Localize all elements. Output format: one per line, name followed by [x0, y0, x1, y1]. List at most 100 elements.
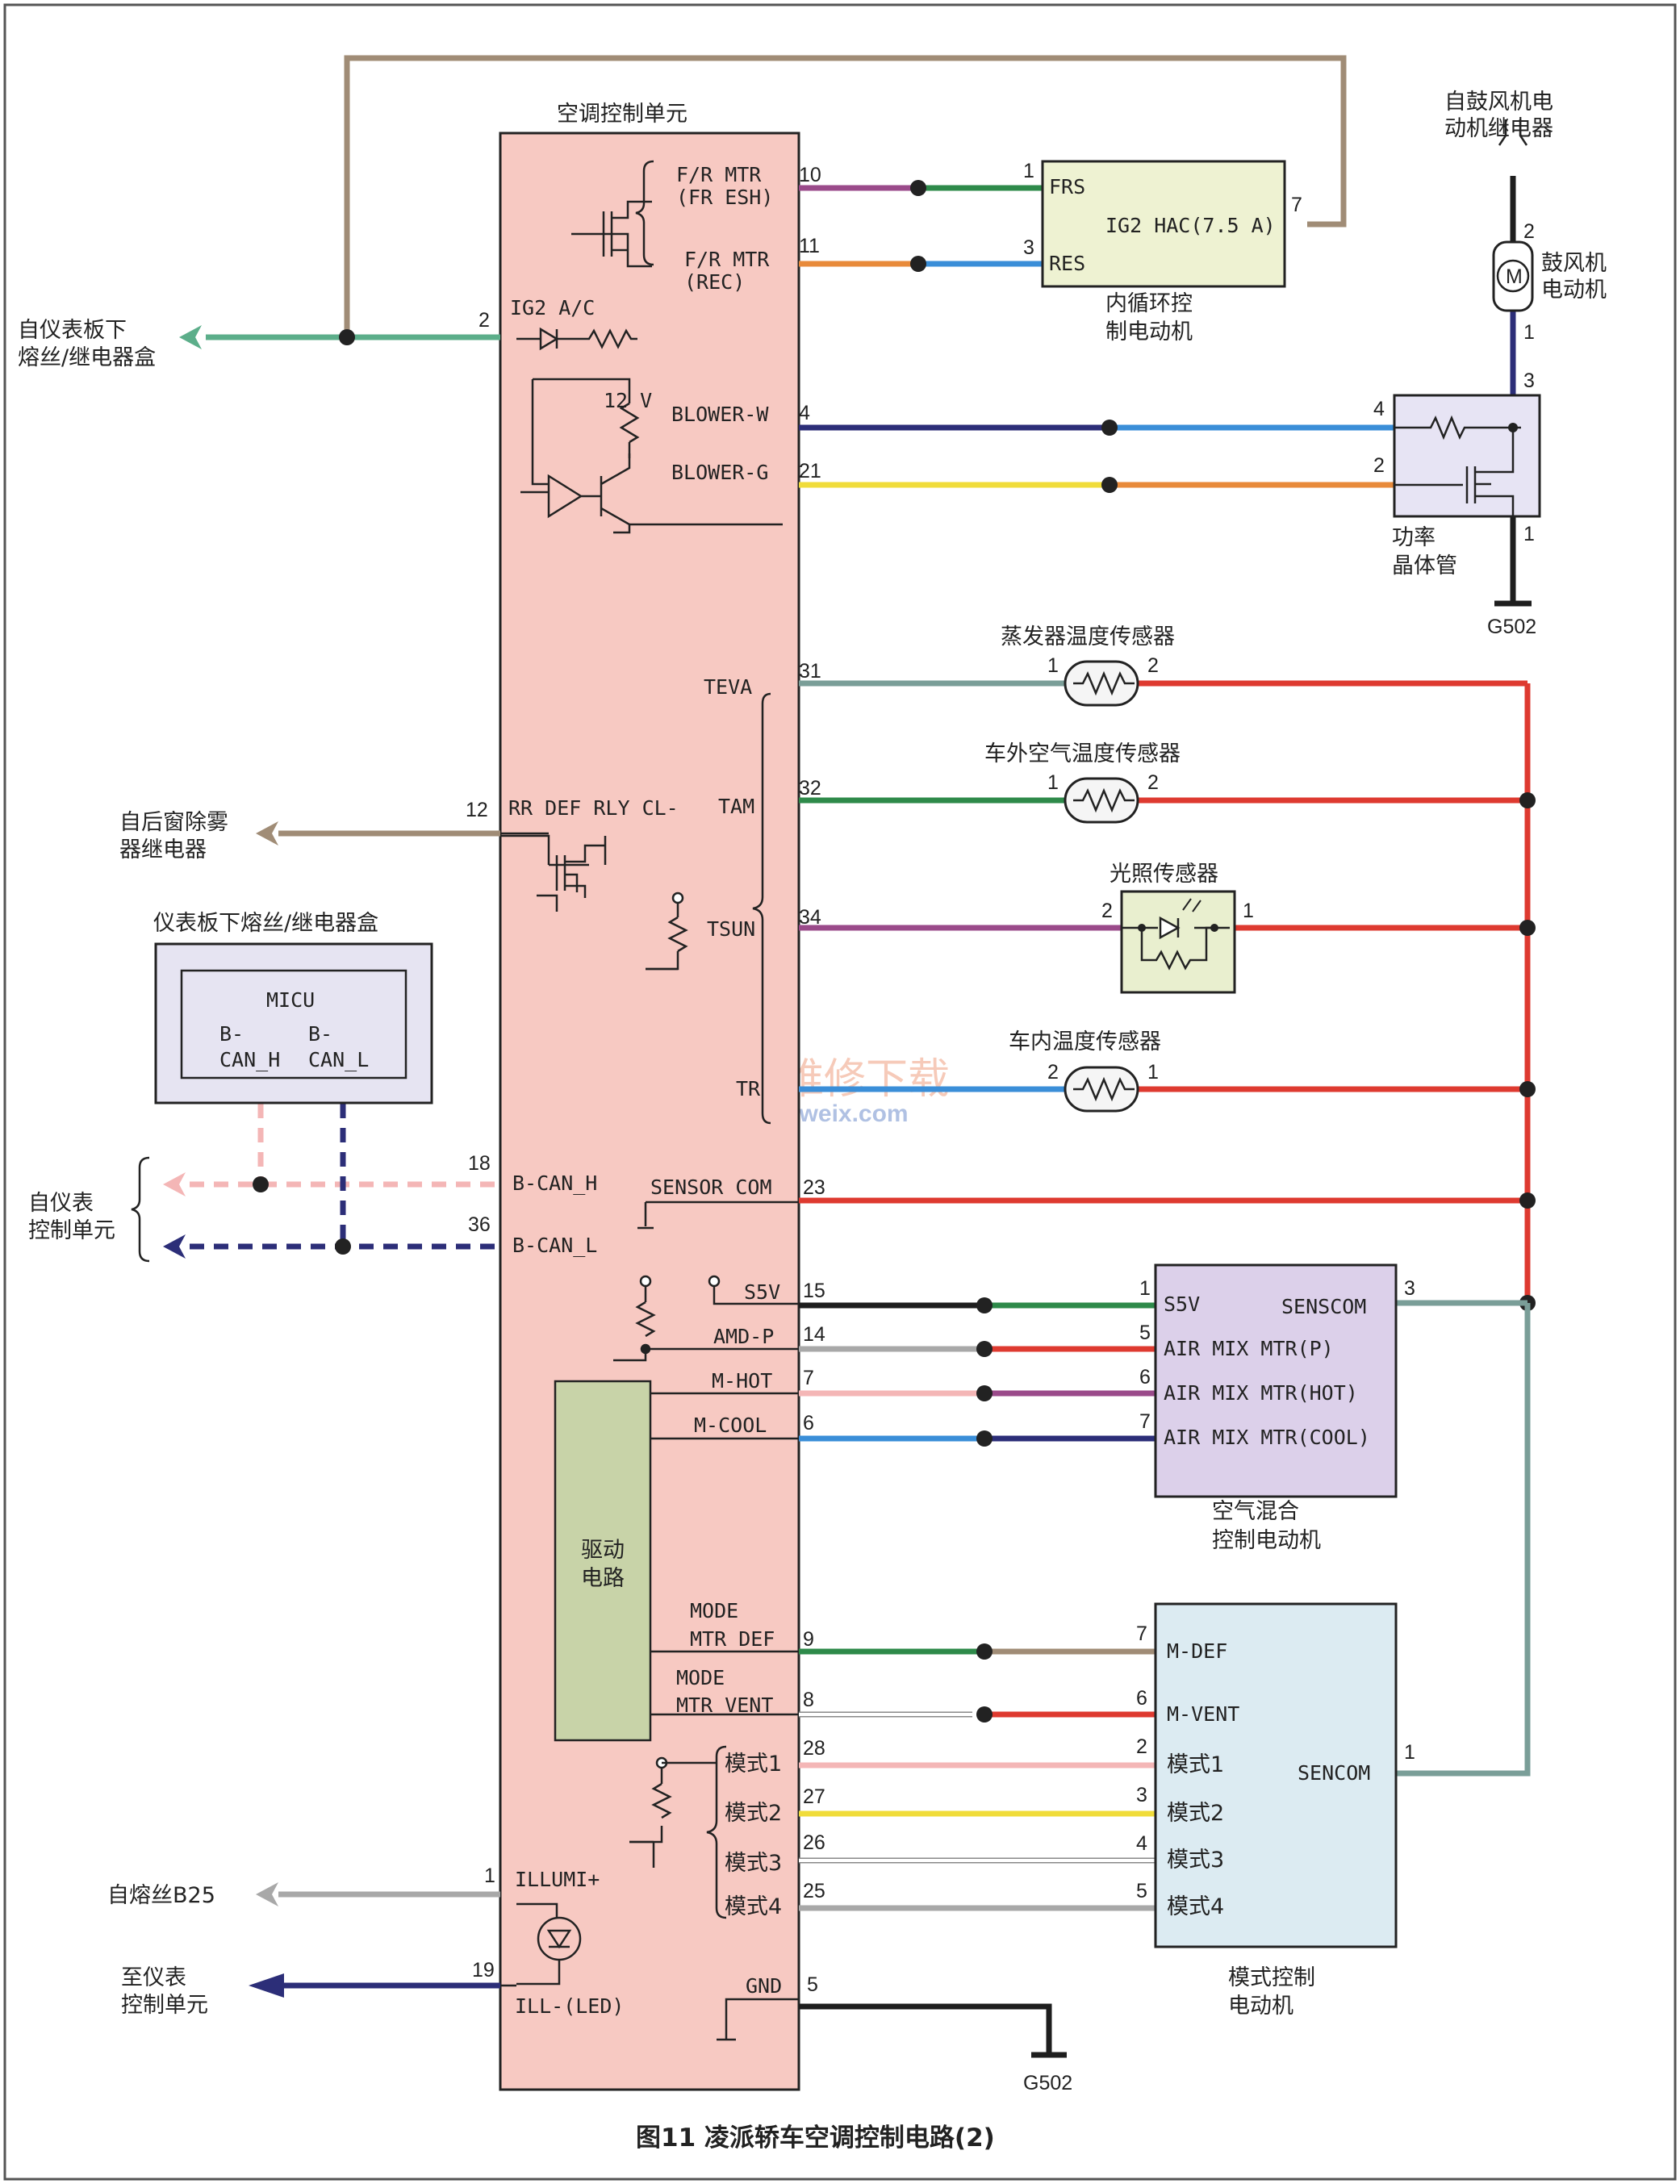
svg-text:电动机: 电动机: [1541, 278, 1607, 303]
arrow-can-l: [163, 1234, 186, 1259]
svg-text:B-CAN_H: B-CAN_H: [512, 1171, 597, 1195]
svg-text:ILLUMI+: ILLUMI+: [515, 1868, 600, 1891]
svg-text:11: 11: [799, 235, 820, 257]
page-frame: [3, 3, 1677, 2181]
svg-text:31: 31: [799, 660, 821, 683]
ac-control-unit-title: 空调控制单元: [557, 102, 687, 127]
svg-text:2: 2: [1047, 1061, 1059, 1084]
svg-text:F/R MTR: F/R MTR: [684, 248, 770, 271]
ecu-internal-symbols: [500, 160, 799, 2041]
svg-text:2: 2: [1373, 454, 1385, 477]
svg-text:MTR DEF: MTR DEF: [690, 1627, 775, 1651]
drive-circuit-label: 电路: [581, 1566, 625, 1591]
svg-text:25: 25: [803, 1880, 825, 1902]
wire-junctions-sensor-bus: [1519, 792, 1536, 1311]
svg-text:5: 5: [1136, 1880, 1147, 1902]
svg-text:32: 32: [799, 777, 821, 800]
svg-text:模式2: 模式2: [725, 1801, 782, 1826]
svg-text:M-DEF: M-DEF: [1167, 1639, 1227, 1663]
svg-text:CAN_L: CAN_L: [308, 1048, 369, 1071]
svg-text:FRS: FRS: [1049, 175, 1085, 198]
svg-text:6: 6: [803, 1412, 814, 1434]
wire-junction: [976, 1643, 993, 1660]
svg-text:2: 2: [1147, 771, 1159, 794]
svg-text:SENCOM: SENCOM: [1298, 1761, 1370, 1785]
svg-text:自仪表: 自仪表: [28, 1191, 94, 1216]
mode-motor: M-DEF M-VENT 模式1 模式2 模式3 模式4 SENCOM 7 6 …: [1136, 1602, 1415, 2019]
wire-junction: [1101, 477, 1118, 493]
svg-text:1: 1: [1147, 1061, 1159, 1084]
svg-text:12 V: 12 V: [604, 389, 652, 412]
cabin-temp-sensor: 车内温度传感器 2 1: [1009, 1029, 1161, 1113]
svg-text:控制单元: 控制单元: [28, 1218, 115, 1243]
wire-junction: [253, 1176, 269, 1192]
svg-text:GND: GND: [746, 1974, 782, 1998]
svg-text:MICU: MICU: [266, 988, 315, 1012]
svg-text:空气混合: 空气混合: [1212, 1499, 1299, 1524]
svg-text:S5V: S5V: [1164, 1292, 1200, 1316]
svg-text:鼓风机: 鼓风机: [1541, 251, 1607, 276]
svg-text:10: 10: [799, 164, 821, 186]
svg-text:1: 1: [1023, 160, 1034, 182]
svg-text:2: 2: [479, 309, 490, 332]
svg-text:M-COOL: M-COOL: [694, 1414, 767, 1437]
wire-junction: [976, 1297, 993, 1313]
svg-text:功率: 功率: [1392, 525, 1436, 550]
wire-junction: [910, 180, 926, 196]
svg-text:26: 26: [803, 1831, 825, 1854]
svg-text:1: 1: [1523, 523, 1535, 545]
svg-text:7: 7: [1139, 1410, 1151, 1433]
svg-text:12: 12: [466, 799, 488, 821]
svg-text:模式1: 模式1: [1167, 1752, 1224, 1777]
svg-text:模式控制: 模式控制: [1228, 1965, 1315, 1990]
svg-text:27: 27: [803, 1785, 825, 1808]
power-transistor: 4 2 3 1 功率 晶体管 G502: [1373, 370, 1541, 638]
svg-text:28: 28: [803, 1737, 825, 1760]
svg-text:F/R MTR: F/R MTR: [676, 163, 762, 186]
svg-text:1: 1: [1047, 654, 1059, 677]
drive-circuit-outputs: [650, 1392, 799, 1716]
svg-text:6: 6: [1136, 1687, 1147, 1710]
recirc-motor: FRS RES IG2 HAC(7.5 A) 1 3 7 内循环控 制电动机: [1023, 160, 1302, 345]
svg-text:34: 34: [799, 906, 821, 929]
svg-text:IG2 A/C: IG2 A/C: [510, 296, 595, 319]
svg-text:TEVA: TEVA: [704, 675, 752, 699]
wire-can-l: [190, 1104, 500, 1250]
svg-text:G502: G502: [1487, 616, 1536, 638]
svg-text:车内温度传感器: 车内温度传感器: [1009, 1029, 1161, 1054]
svg-text:RES: RES: [1049, 252, 1085, 275]
svg-text:B-: B-: [308, 1022, 332, 1046]
svg-text:3: 3: [1136, 1784, 1147, 1806]
svg-text:1: 1: [1139, 1277, 1151, 1300]
svg-text:电动机: 电动机: [1228, 1994, 1293, 2019]
svg-text:MODE: MODE: [690, 1599, 738, 1622]
svg-text:仪表板下熔丝/继电器盒: 仪表板下熔丝/继电器盒: [153, 911, 378, 936]
svg-text:RR DEF RLY CL-: RR DEF RLY CL-: [508, 796, 679, 820]
svg-text:模式3: 模式3: [725, 1851, 782, 1876]
svg-text:1: 1: [1404, 1741, 1415, 1764]
svg-text:7: 7: [1136, 1622, 1147, 1645]
svg-text:18: 18: [468, 1152, 491, 1175]
svg-text:TR: TR: [736, 1077, 761, 1100]
svg-text:自熔丝B25: 自熔丝B25: [107, 1883, 215, 1908]
wire-junction: [976, 1706, 993, 1723]
svg-text:4: 4: [799, 402, 810, 424]
dash-fuse-box: 仪表板下熔丝/继电器盒 MICU B- CAN_H B- CAN_L: [153, 911, 433, 1105]
svg-text:1: 1: [1047, 771, 1059, 794]
figure-caption: 图11 凌派轿车空调控制电路(2): [636, 2123, 995, 2153]
svg-text:模式4: 模式4: [1167, 1894, 1224, 1919]
svg-text:光照传感器: 光照传感器: [1110, 862, 1218, 887]
svg-text:自仪表板下: 自仪表板下: [18, 318, 127, 343]
svg-text:(FR ESH): (FR ESH): [676, 186, 773, 209]
svg-text:3: 3: [1523, 370, 1535, 392]
svg-text:制电动机: 制电动机: [1105, 319, 1193, 345]
svg-text:熔丝/继电器盒: 熔丝/继电器盒: [18, 345, 156, 370]
svg-text:2: 2: [1101, 900, 1113, 922]
svg-text:IG2 HAC(7.5 A): IG2 HAC(7.5 A): [1105, 214, 1276, 237]
svg-text:CAN_H: CAN_H: [219, 1048, 280, 1071]
svg-text:6: 6: [1139, 1366, 1151, 1388]
drive-circuit-box: [554, 1380, 652, 1742]
svg-text:9: 9: [803, 1628, 814, 1651]
svg-text:SENSOR COM: SENSOR COM: [650, 1176, 772, 1199]
svg-text:2: 2: [1136, 1735, 1147, 1758]
